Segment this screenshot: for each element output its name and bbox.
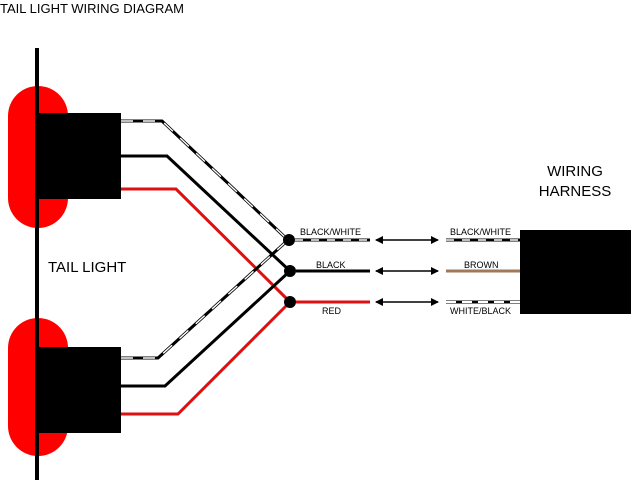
upper-black-wire [121,154,292,273]
lower-lamp-housing [38,347,121,433]
diagram-title: TAIL LIGHT WIRING DIAGRAM [0,1,184,16]
harness-label-line2: HARNESS [539,183,612,200]
harness-brown-label: BROWN [464,260,499,270]
harness-white-black-label: WHITE/BLACK [450,306,511,316]
tail-light-label: TAIL LIGHT [48,259,126,276]
upper-black-white-wire [121,119,290,242]
harness-leads [446,238,520,304]
red-splice [284,296,296,308]
tail-black-white-label: BLACK/WHITE [300,227,361,237]
tail-black-label: BLACK [316,260,346,270]
lower-red-wire [121,300,292,416]
upper-red-wire [121,187,292,304]
wiring-harness-block [520,230,631,314]
lower-lamp-wires [121,238,292,416]
mounting-bar [35,48,39,480]
harness-black-white-label: BLACK/WHITE [450,227,511,237]
tail-light-leads [295,238,370,304]
harness-label-line1: WIRING [547,163,603,180]
upper-lamp-housing [38,113,121,199]
tail-red-label: RED [322,306,342,316]
black-splice [284,265,296,277]
lower-black-white-wire [121,238,290,360]
connection-arrows [375,236,439,306]
upper-lamp-wires [121,119,292,304]
black-white-splice [283,234,295,246]
lower-black-wire [121,269,292,388]
